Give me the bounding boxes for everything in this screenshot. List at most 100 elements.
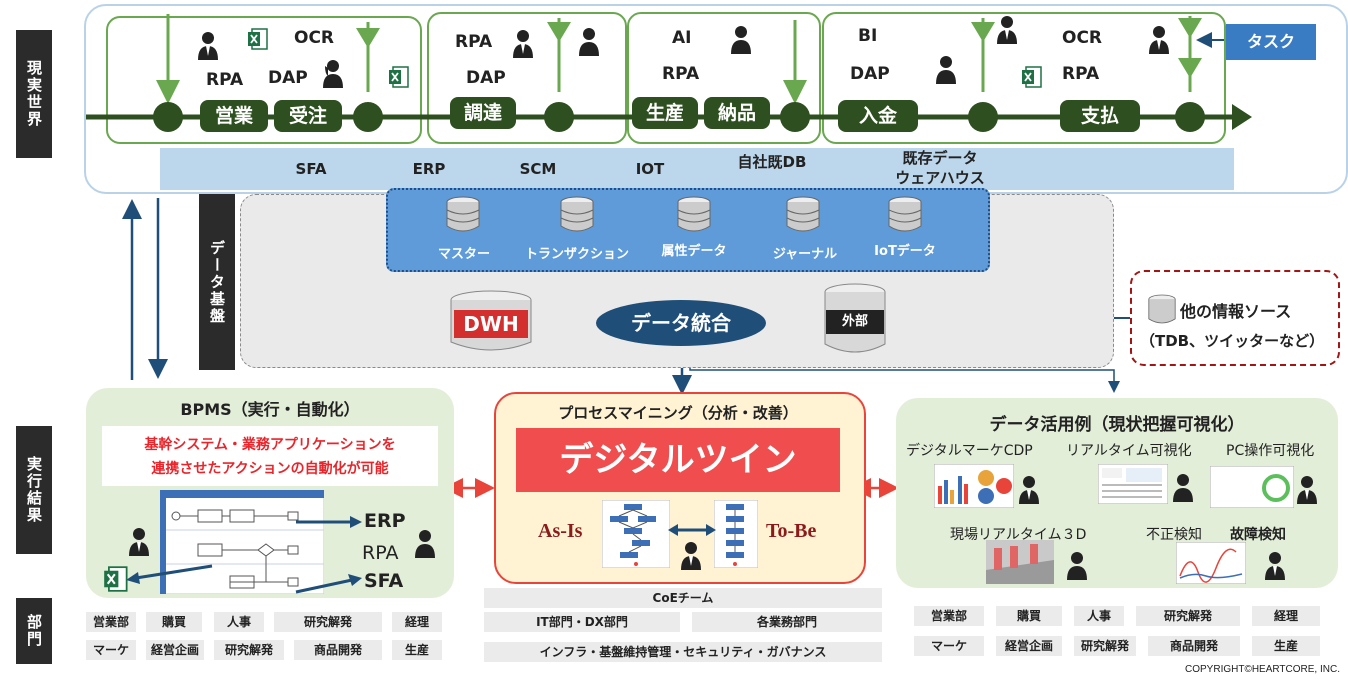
to-be-process-map — [714, 500, 758, 568]
to-be-label: To-Be — [766, 520, 817, 542]
data-use-failure: 故障検知 — [1230, 527, 1286, 543]
tool-rpa: RPA — [662, 64, 700, 84]
pc-ops-dashboard-thumbnail — [1210, 466, 1294, 508]
database-icon — [677, 196, 711, 232]
excel-icon — [389, 66, 409, 88]
person-icon — [198, 32, 218, 60]
excel-icon — [104, 566, 128, 592]
digital-twin-label: デジタルツイン — [559, 440, 797, 480]
person-icon — [1019, 476, 1039, 504]
dept-chip: IT部門・DX部門 — [484, 612, 680, 632]
bpms-desc-line1: 基幹システム・業務アプリケーションを — [144, 437, 396, 453]
system-own-db: 自社既DB — [737, 153, 807, 171]
system-scm: SCM — [519, 160, 557, 178]
bpms-desc-line2: 連携させたアクションの自動化が可能 — [151, 461, 389, 477]
data-use-fraud: 不正検知 — [1146, 527, 1202, 543]
dwh-label: DWH — [454, 310, 528, 338]
dept-chip: 購買 — [996, 606, 1062, 626]
stage-payment-in: 入金 — [838, 100, 918, 132]
flow-node — [968, 102, 998, 132]
stage-order: 受注 — [274, 100, 342, 132]
dept-chip: 研究解発 — [274, 612, 382, 632]
system-warehouse: ウェアハウス — [895, 169, 985, 187]
as-is-label: As-Is — [538, 520, 583, 542]
external-label: 外部 — [826, 310, 884, 334]
execution-results-label: 実行結果 — [16, 426, 52, 554]
bpms-target-sfa: SFA — [364, 570, 404, 592]
person-icon — [323, 60, 343, 88]
dept-chip: 研究解発 — [1136, 606, 1240, 626]
data-use-3d: 現場リアルタイム３D — [950, 527, 1087, 543]
data-use-pc-ops: PC操作可視化 — [1226, 443, 1315, 459]
dept-chip: 経理 — [1252, 606, 1320, 626]
flow-node — [353, 102, 383, 132]
tool-rpa: RPA — [1062, 64, 1100, 84]
tool-ocr: OCR — [294, 28, 335, 48]
flow-node — [1175, 102, 1205, 132]
stage-sales: 営業 — [200, 100, 268, 132]
tool-dap: DAP — [850, 64, 890, 84]
person-icon — [936, 56, 956, 84]
data-platform-label: データ基盤 — [199, 194, 235, 370]
database-icon — [560, 196, 594, 232]
dept-chip: 経理 — [392, 612, 442, 632]
data-type-transaction: トランザクション — [524, 247, 629, 262]
excel-icon — [248, 28, 268, 50]
person-icon — [681, 542, 701, 570]
flow-node — [780, 102, 810, 132]
as-is-process-map — [602, 500, 670, 568]
dept-chip: 経営企画 — [996, 636, 1062, 656]
dept-chip: マーケ — [914, 636, 984, 656]
dept-chip: 人事 — [1074, 606, 1124, 626]
person-icon — [1149, 26, 1169, 54]
bpms-arrows — [126, 516, 362, 594]
flow-node — [544, 102, 574, 132]
person-icon — [1067, 552, 1087, 580]
database-icon — [888, 196, 922, 232]
dept-chip: 各業務部門 — [692, 612, 882, 632]
bpms-title: BPMS（実行・自動化） — [180, 400, 360, 419]
main-flow-arrowhead — [1232, 104, 1252, 130]
database-icon — [446, 196, 480, 232]
3d-site-thumbnail — [986, 540, 1054, 584]
realtime-dashboard-thumbnail — [1098, 464, 1168, 504]
person-icon — [579, 28, 599, 56]
data-integration — [596, 300, 766, 346]
dept-chip: 研究解発 — [214, 640, 284, 660]
data-type-journal: ジャーナル — [772, 247, 838, 262]
person-icon — [513, 30, 533, 58]
flow-node — [153, 102, 183, 132]
system-existing-data: 既存データ — [902, 149, 978, 167]
cdp-dashboard-thumbnail — [934, 464, 1014, 508]
dept-chip: 人事 — [214, 612, 264, 632]
person-icon — [415, 530, 435, 558]
bpms-desc-box — [102, 426, 438, 486]
person-icon — [997, 16, 1017, 44]
dept-chip: 商品開発 — [294, 640, 382, 660]
person-icon — [1297, 476, 1317, 504]
tool-ai: AI — [672, 28, 692, 48]
tool-rpa: RPA — [206, 70, 244, 90]
tool-bi: BI — [858, 26, 878, 46]
process-mining-title: プロセスマイニング（分析・改善） — [558, 404, 798, 422]
dept-chip: 購買 — [146, 612, 202, 632]
stage-production: 生産 — [632, 97, 698, 129]
bpms-target-rpa: RPA — [362, 542, 399, 564]
other-sources-title: 他の情報ソース — [1180, 302, 1292, 321]
bpms-target-erp: ERP — [364, 510, 406, 532]
dept-chip: 営業部 — [914, 606, 984, 626]
task-label: タスク — [1246, 32, 1295, 51]
system-erp: ERP — [412, 160, 446, 178]
digital-twin-banner — [516, 428, 840, 492]
stage-delivery: 納品 — [704, 97, 770, 129]
tool-dap: DAP — [268, 68, 308, 88]
system-sfa: SFA — [295, 160, 327, 178]
tool-ocr: OCR — [1062, 28, 1103, 48]
database-icon — [1148, 294, 1176, 324]
copyright: COPYRIGHT©HEARTCORE, INC. — [1185, 664, 1340, 675]
compare-arrow — [668, 524, 716, 536]
dept-chip: マーケ — [86, 640, 136, 660]
systems-bar — [160, 148, 1234, 190]
bpms-flowchart — [160, 490, 324, 594]
stage-procurement: 調達 — [450, 97, 516, 129]
